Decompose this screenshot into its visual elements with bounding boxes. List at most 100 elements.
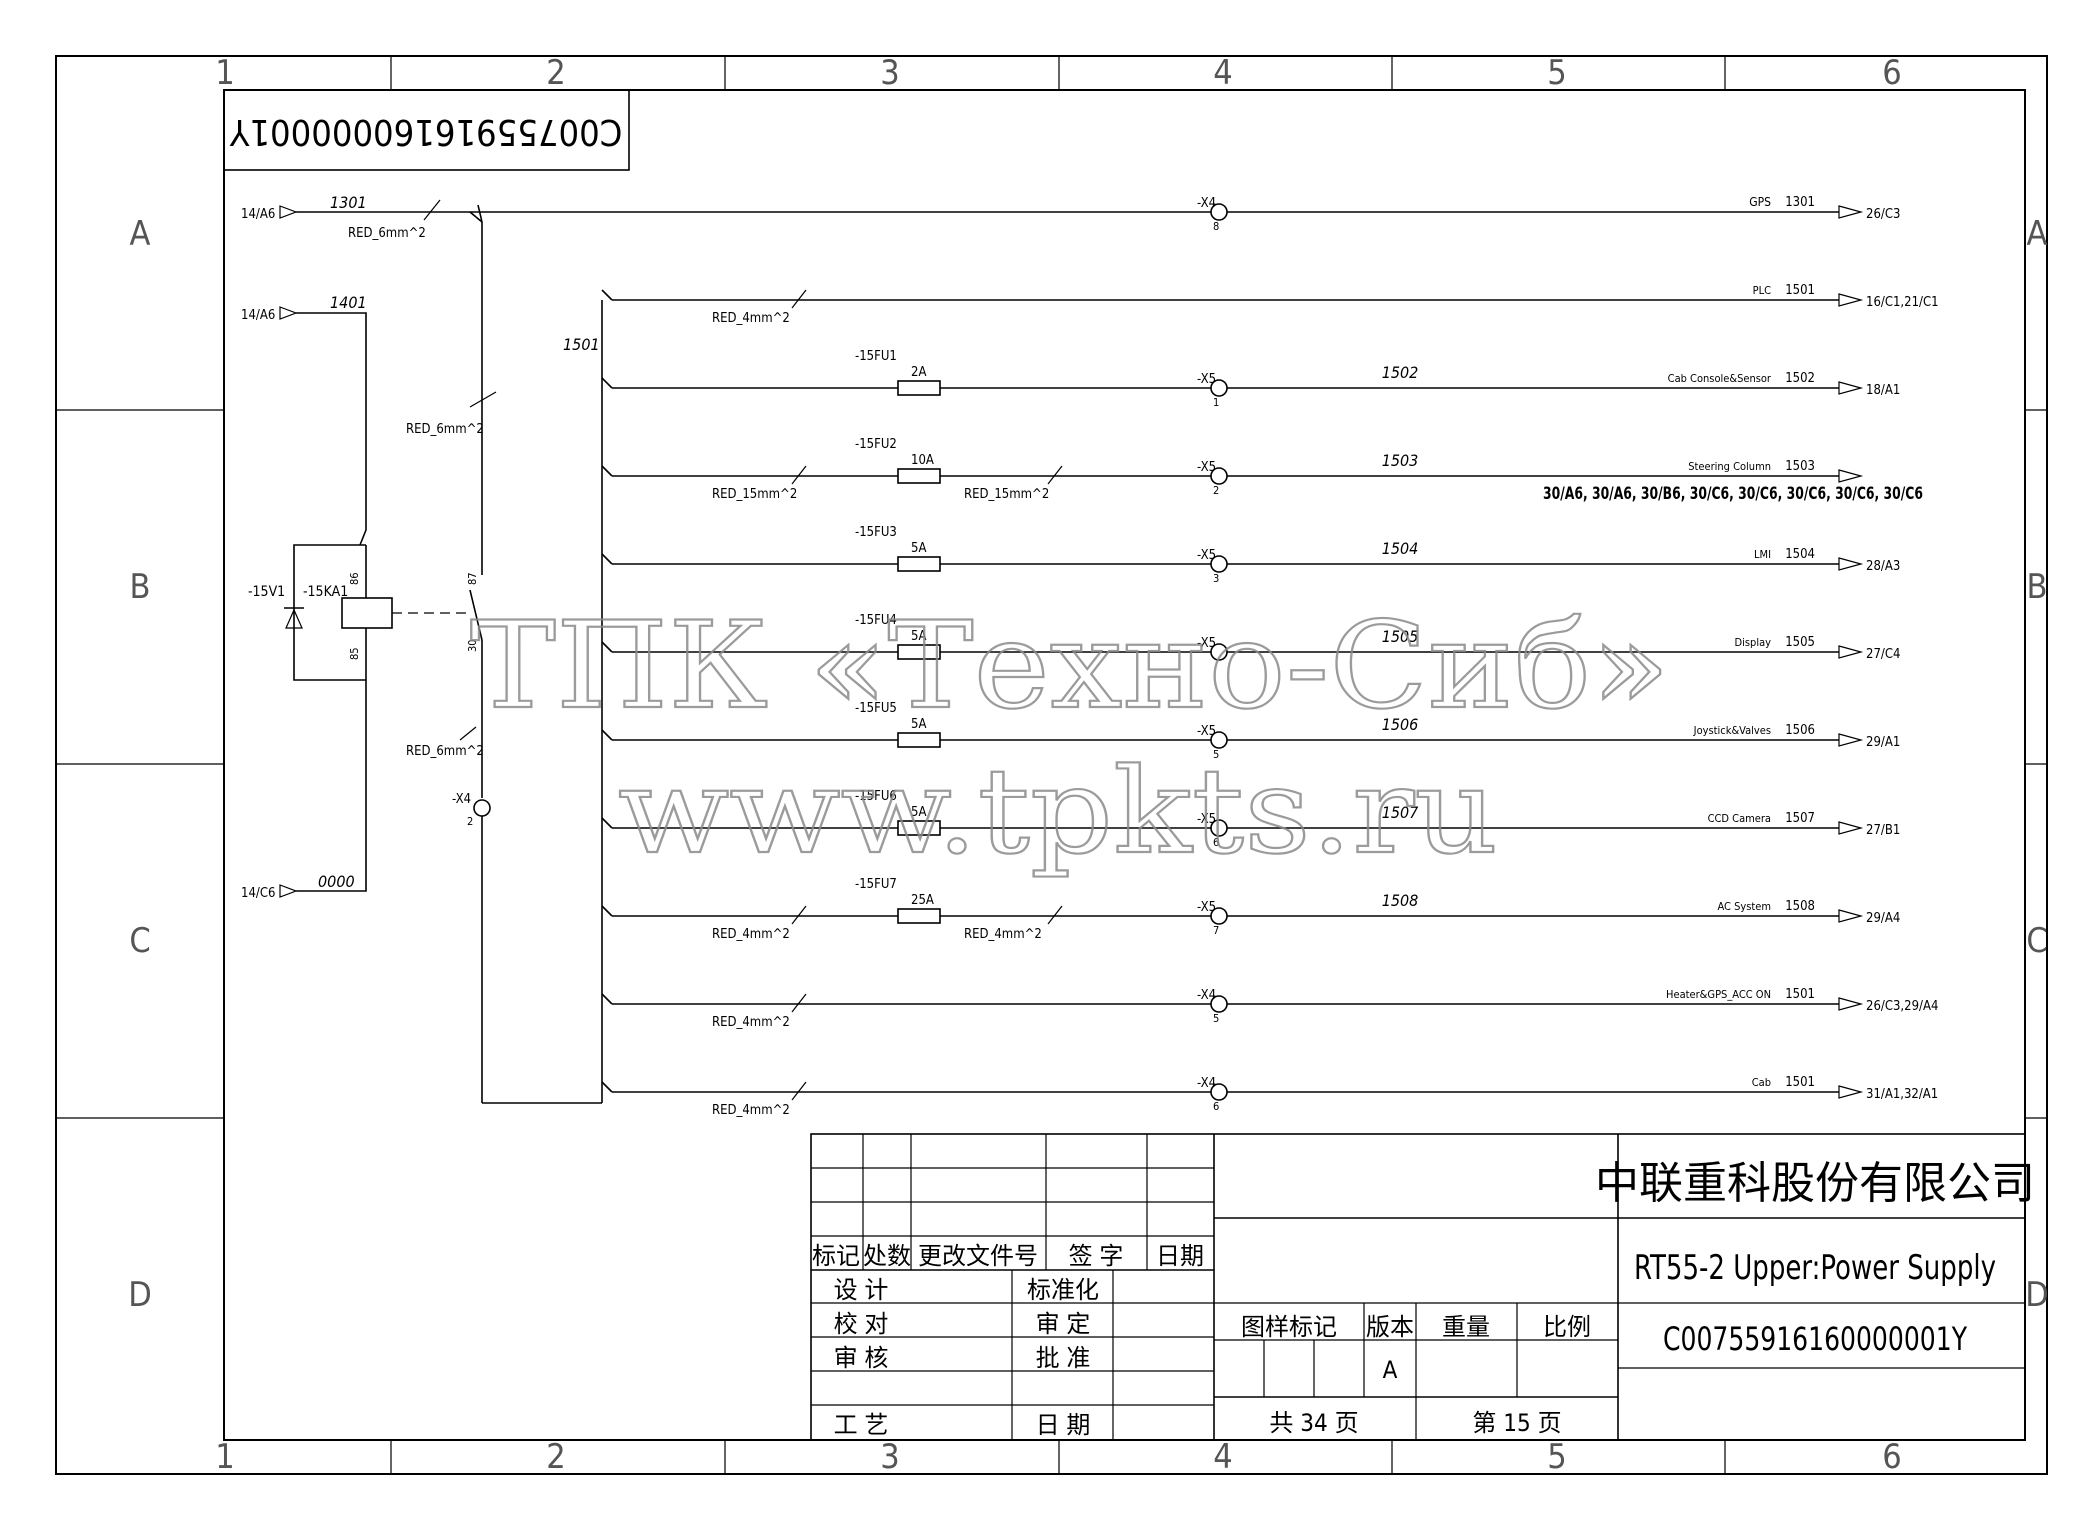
fuse-rating-1505: 5A bbox=[911, 629, 926, 644]
branch-tap-1506 bbox=[601, 729, 613, 741]
terminal-pin-1503: 2 bbox=[1213, 484, 1219, 497]
dest-wire-1507: 1507 bbox=[1785, 811, 1815, 826]
watermark-line-1: ТПК «Техно-Сиб» bbox=[470, 597, 1670, 736]
role-design: 设 计 bbox=[834, 1276, 889, 1304]
relay-coil bbox=[341, 597, 393, 629]
input-ref-1301: 14/A6 bbox=[241, 207, 275, 222]
col-label-top-4: 4 bbox=[1213, 53, 1232, 93]
terminal-pin-1508: 7 bbox=[1213, 924, 1219, 937]
relay-label: -15KA1 bbox=[303, 584, 348, 600]
top-cable-label: RED_6mm^2 bbox=[348, 226, 426, 241]
cable2-label-1503: RED_15mm^2 bbox=[964, 487, 1049, 502]
col-label-bottom-4: 4 bbox=[1213, 1437, 1232, 1477]
arrow-1507 bbox=[1838, 821, 1864, 835]
ref-cab: 31/A1,32/A1 bbox=[1866, 1087, 1938, 1102]
wire-mid-1503: 1503 bbox=[1382, 451, 1419, 470]
wire-mid-1506: 1506 bbox=[1382, 715, 1419, 734]
col-label-bottom-3: 3 bbox=[880, 1437, 899, 1477]
cable2-tick-1508 bbox=[1047, 905, 1063, 925]
meta-header-weight: 重量 bbox=[1442, 1313, 1490, 1341]
dest-plc: PLC bbox=[1753, 284, 1771, 297]
terminal-pin-1507: 6 bbox=[1213, 836, 1219, 849]
top-terminal-pin: 8 bbox=[1213, 220, 1219, 233]
terminal-label-1508: -X5 bbox=[1197, 900, 1216, 915]
row-label-left-b: B bbox=[130, 567, 151, 607]
role-check: 校 对 bbox=[834, 1310, 889, 1338]
title-block: 标记 处数 更改文件号 签 字 日期 设 计 校 对 审 核 工 艺 标准化 审… bbox=[810, 1133, 2035, 1441]
role-date: 日 期 bbox=[1036, 1411, 1091, 1439]
col-label-bottom-6: 6 bbox=[1882, 1437, 1901, 1477]
row-label-right-c: C bbox=[2026, 921, 2047, 961]
total-pages: 共 34 页 bbox=[1269, 1409, 1358, 1437]
company-name: 中联重科股份有限公司 bbox=[1595, 1158, 2035, 1209]
branch-tap-1505 bbox=[601, 641, 613, 653]
grid-labels: 1 2 3 4 5 6 1 2 3 4 5 6 A B C D A B C D bbox=[128, 53, 2049, 1477]
dest-wire-1502: 1502 bbox=[1785, 371, 1815, 386]
meta-header-version: 版本 bbox=[1366, 1313, 1414, 1341]
input-wire-1401: 1401 bbox=[330, 293, 367, 312]
top-dest: GPS bbox=[1749, 195, 1771, 209]
branch-tap-1507 bbox=[601, 817, 613, 829]
ref-heater-gps-acc-on: 26/C3,29/A4 bbox=[1866, 999, 1938, 1014]
arrow-1502 bbox=[1838, 381, 1864, 395]
bus-bar: 1501 bbox=[563, 300, 603, 1103]
relay-terminal: -X4 bbox=[452, 792, 471, 807]
ref-1505: 27/C4 bbox=[1866, 647, 1900, 662]
terminal-pin-1506: 5 bbox=[1213, 748, 1219, 761]
meta-version-value: A bbox=[1383, 1356, 1398, 1384]
fuse-1504 bbox=[897, 556, 941, 572]
col-label-top-5: 5 bbox=[1547, 53, 1566, 93]
drawing-code-box: C00755916160000001Y bbox=[223, 89, 630, 171]
fuse-rating-1504: 5A bbox=[911, 541, 926, 556]
cable-tick-1508 bbox=[791, 905, 807, 925]
meta-header-scale: 比例 bbox=[1543, 1313, 1591, 1341]
wire-mid-1508: 1508 bbox=[1382, 891, 1419, 910]
rev-header-mark: 标记 bbox=[812, 1242, 860, 1270]
ref-plc: 16/C1,21/C1 bbox=[1866, 295, 1939, 310]
input-arrow-0000 bbox=[279, 884, 298, 898]
terminal-label-heater-gps-acc-on: -X4 bbox=[1197, 988, 1216, 1003]
diode-label: -15V1 bbox=[248, 584, 285, 600]
cable-label-plc: RED_4mm^2 bbox=[712, 311, 790, 326]
arrow-cab bbox=[1838, 1085, 1864, 1099]
terminal-label-1504: -X5 bbox=[1197, 548, 1216, 563]
meta-header-mark: 图样标记 bbox=[1241, 1313, 1337, 1341]
terminal-pin-heater-gps-acc-on: 5 bbox=[1213, 1012, 1219, 1025]
top-arrow bbox=[1838, 205, 1864, 219]
role-review: 审 核 bbox=[834, 1344, 889, 1372]
relay-pin-87: 87 bbox=[466, 572, 479, 585]
terminal-x4-2 bbox=[473, 799, 491, 817]
wire-mid-1502: 1502 bbox=[1382, 363, 1419, 382]
terminal-label-1506: -X5 bbox=[1197, 724, 1216, 739]
fuse-label-1504: -15FU3 bbox=[855, 525, 897, 540]
dest-wire-heater-gps-acc-on: 1501 bbox=[1785, 987, 1815, 1002]
col-label-top-3: 3 bbox=[880, 53, 899, 93]
ref-1507: 27/B1 bbox=[1866, 823, 1900, 838]
terminal-label-1502: -X5 bbox=[1197, 372, 1216, 387]
ref-1503: 30/A6, 30/A6, 30/B6, 30/C6, 30/C6, 30/C6… bbox=[1543, 484, 1923, 504]
top-terminal: -X4 bbox=[1197, 196, 1216, 211]
rev-header-sign: 签 字 bbox=[1069, 1242, 1124, 1270]
row-label-right-a: A bbox=[2027, 214, 2048, 254]
arrow-1503 bbox=[1838, 469, 1864, 483]
watermark-line-2: www.tpkts.ru bbox=[618, 742, 1498, 880]
terminal-label-1503: -X5 bbox=[1197, 460, 1216, 475]
cable-tick-plc bbox=[791, 289, 807, 309]
row-label-left-c: C bbox=[129, 921, 150, 961]
top-wire: 1301 bbox=[1785, 195, 1815, 210]
arrow-plc bbox=[1838, 293, 1864, 307]
wire-mid-1505: 1505 bbox=[1382, 627, 1419, 646]
role-approve: 批 准 bbox=[1036, 1344, 1091, 1372]
dest-wire-cab: 1501 bbox=[1785, 1075, 1815, 1090]
fuse-1503 bbox=[897, 468, 941, 484]
col-label-bottom-5: 5 bbox=[1547, 1437, 1566, 1477]
branch-tap-plc bbox=[601, 289, 613, 301]
input-arrow-1401 bbox=[279, 306, 298, 320]
diode-symbol bbox=[284, 607, 304, 629]
branch-tap-1504 bbox=[601, 553, 613, 565]
rev-header-count: 处数 bbox=[863, 1242, 911, 1270]
col-label-bottom-2: 2 bbox=[546, 1437, 565, 1477]
cable-tick-cab bbox=[791, 1081, 807, 1101]
